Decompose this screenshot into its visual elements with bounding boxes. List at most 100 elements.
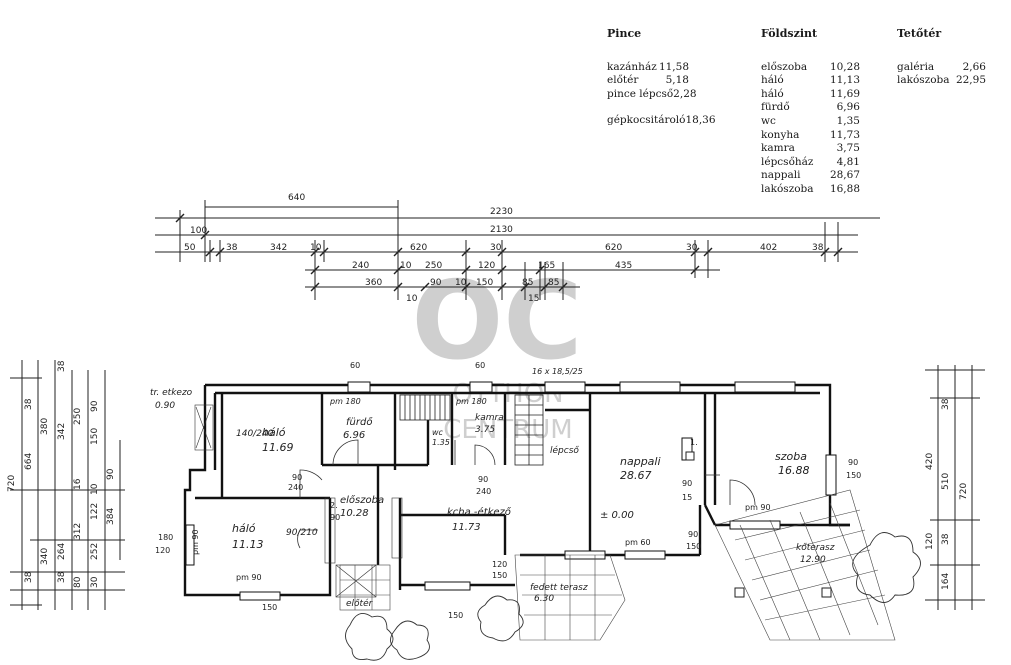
stairs-spec: 16 x 18,5/25 <box>532 367 583 376</box>
svg-text:380: 380 <box>40 418 50 435</box>
svg-text:90: 90 <box>90 400 100 412</box>
svg-text:38: 38 <box>57 360 67 372</box>
svg-text:30: 30 <box>90 576 100 588</box>
svg-text:150: 150 <box>262 603 277 612</box>
svg-text:90: 90 <box>682 479 692 488</box>
svg-text:pm 60: pm 60 <box>625 538 651 547</box>
svg-text:122: 122 <box>90 503 100 520</box>
room-area-kamra: 3.75 <box>475 425 495 435</box>
svg-text:pm 180: pm 180 <box>455 397 487 406</box>
svg-text:85: 85 <box>522 278 533 288</box>
svg-text:1.: 1. <box>690 438 698 447</box>
svg-text:90/210: 90/210 <box>286 528 318 538</box>
svg-text:120: 120 <box>925 533 935 550</box>
svg-text:435: 435 <box>615 261 632 271</box>
svg-text:120: 120 <box>478 261 495 271</box>
svg-text:16: 16 <box>73 478 83 490</box>
svg-text:720: 720 <box>7 475 17 492</box>
svg-text:50: 50 <box>184 243 196 253</box>
svg-text:15: 15 <box>682 493 692 502</box>
terrace-posts <box>685 451 832 598</box>
svg-text:264: 264 <box>57 543 67 560</box>
svg-text:10: 10 <box>455 278 467 288</box>
room-label-halo-1: háló <box>262 426 286 439</box>
svg-text:640: 640 <box>288 193 305 203</box>
stair-label: lépcső <box>550 445 579 456</box>
svg-text:15: 15 <box>528 294 539 304</box>
door-swings <box>297 439 756 549</box>
svg-text:240: 240 <box>352 261 369 271</box>
svg-text:240: 240 <box>476 487 491 496</box>
room-label-furdo: fürdő <box>346 416 373 428</box>
svg-text:90: 90 <box>330 513 340 522</box>
svg-text:60: 60 <box>475 361 485 370</box>
dimension-labels-left: 720 664 38 380 342 38 340 264 250 312 16… <box>7 360 116 588</box>
svg-text:620: 620 <box>605 243 622 253</box>
svg-text:150: 150 <box>846 471 861 480</box>
svg-text:420: 420 <box>925 453 935 470</box>
svg-text:240: 240 <box>288 483 303 492</box>
svg-text:90: 90 <box>106 468 116 480</box>
room-label-eloszoba: előszoba <box>340 494 384 506</box>
room-area-furdo: 6.96 <box>343 430 365 441</box>
room-label-szoba: szoba <box>775 450 807 463</box>
svg-text:100: 100 <box>190 226 207 236</box>
svg-text:38: 38 <box>24 398 34 410</box>
svg-text:620: 620 <box>410 243 427 253</box>
svg-text:252: 252 <box>90 543 100 560</box>
svg-text:720: 720 <box>959 483 969 500</box>
svg-text:312: 312 <box>73 523 83 540</box>
svg-text:510: 510 <box>941 473 951 490</box>
watermark-line2: CENTRUM <box>443 415 572 445</box>
room-area-konyha: 11.73 <box>452 522 481 533</box>
svg-text:150: 150 <box>90 428 100 445</box>
room-label-halo-2: háló <box>232 522 256 535</box>
svg-text:120: 120 <box>155 546 170 555</box>
room-area-wc: 1.35 <box>432 438 450 447</box>
room-label-wc: wc <box>432 428 444 437</box>
svg-text:140/240: 140/240 <box>236 429 274 439</box>
svg-text:10: 10 <box>400 261 412 271</box>
svg-text:80: 80 <box>73 576 83 588</box>
svg-text:90: 90 <box>430 278 442 288</box>
svg-text:340: 340 <box>40 548 50 565</box>
room-label-koterasz: kőterasz <box>796 543 835 553</box>
svg-text:30: 30 <box>490 243 502 253</box>
staircase <box>399 394 544 466</box>
svg-text:150: 150 <box>476 278 493 288</box>
svg-text:165: 165 <box>538 261 555 271</box>
room-area-eloszoba: 10.28 <box>340 508 369 519</box>
svg-text:250: 250 <box>73 408 83 425</box>
svg-text:pm 180: pm 180 <box>329 397 361 406</box>
room-label-nappali: nappali <box>620 455 661 468</box>
room-label-kamra: kamra <box>475 413 504 423</box>
room-area-halo-1: 11.69 <box>262 441 294 454</box>
room-area-szoba: 16.88 <box>778 464 810 477</box>
svg-text:342: 342 <box>57 423 67 440</box>
table-title-tetoter: Tetőtér <box>897 27 942 40</box>
dimension-lines-top <box>155 200 880 300</box>
floor-level: ± 0.00 <box>600 510 634 521</box>
watermark-logo: OC <box>411 259 582 384</box>
svg-text:150: 150 <box>686 542 701 551</box>
svg-text:10: 10 <box>406 294 418 304</box>
svg-text:384: 384 <box>106 508 116 525</box>
svg-text:0.90: 0.90 <box>155 401 175 411</box>
room-label-eloter: előtér <box>346 598 374 609</box>
annotation-top-left: tr. etkezo <box>150 388 193 398</box>
